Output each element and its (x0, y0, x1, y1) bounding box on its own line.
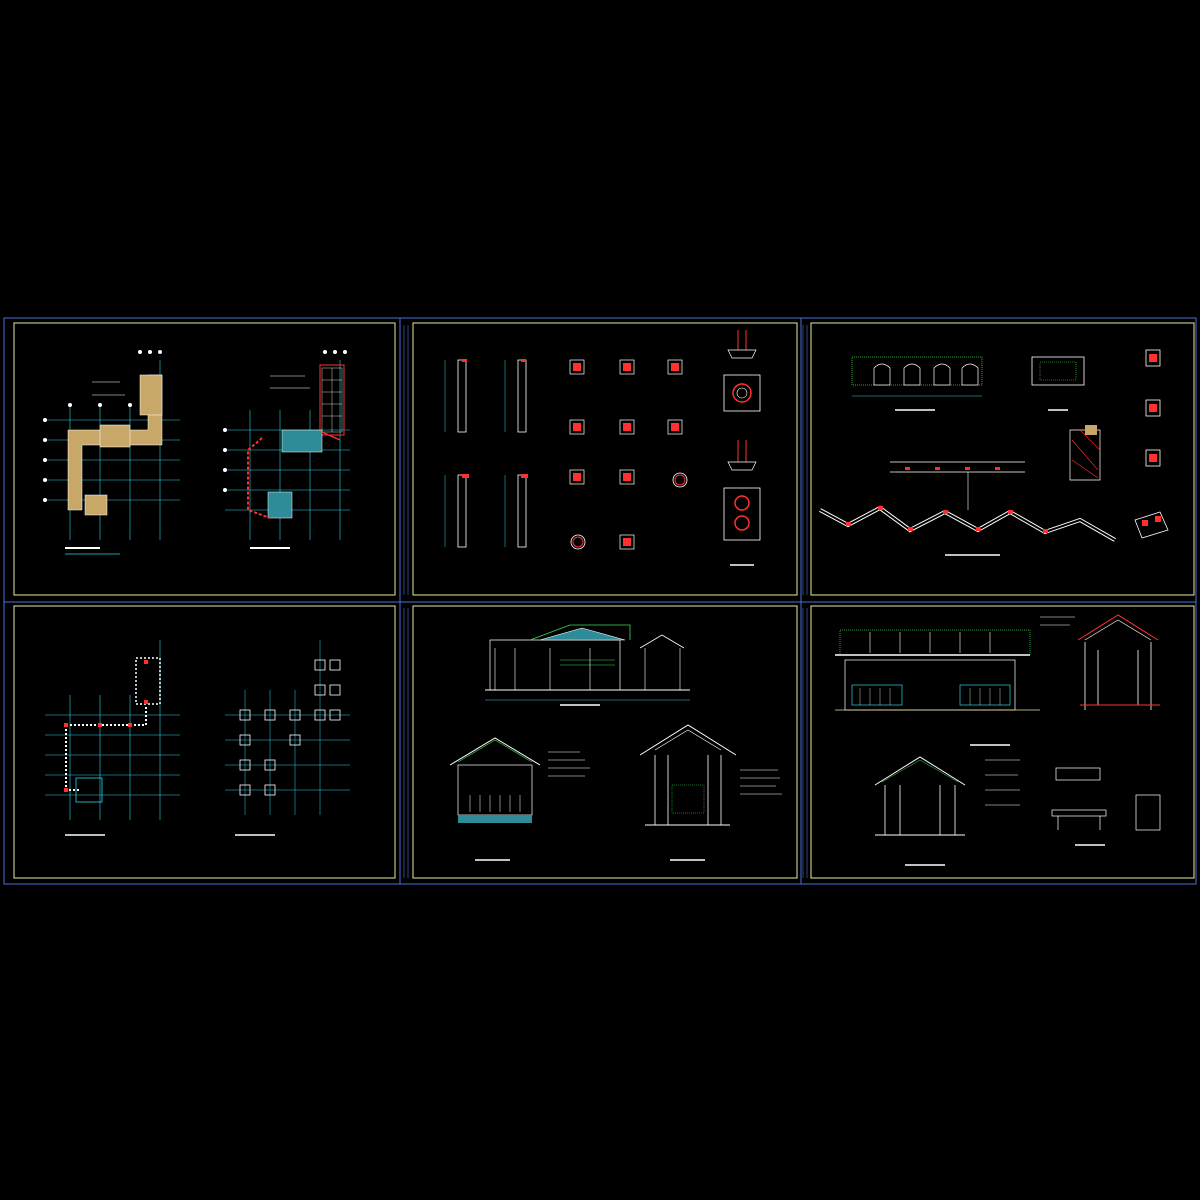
sheet-roof-wall (819, 349, 1169, 556)
annotation-marks (92, 375, 1075, 806)
sheet-sections-a (449, 624, 737, 861)
sheet-plan-a (43, 350, 350, 555)
sheet-borders (13, 322, 1195, 879)
sheet-frames (3, 317, 1197, 885)
title-strips (403, 325, 808, 878)
sheet-elevations (835, 614, 1161, 866)
sheet-details (444, 330, 761, 566)
section-boxes (569, 359, 683, 550)
sheet-plan-b (45, 640, 350, 836)
teal-pavilion-block (281, 429, 323, 453)
